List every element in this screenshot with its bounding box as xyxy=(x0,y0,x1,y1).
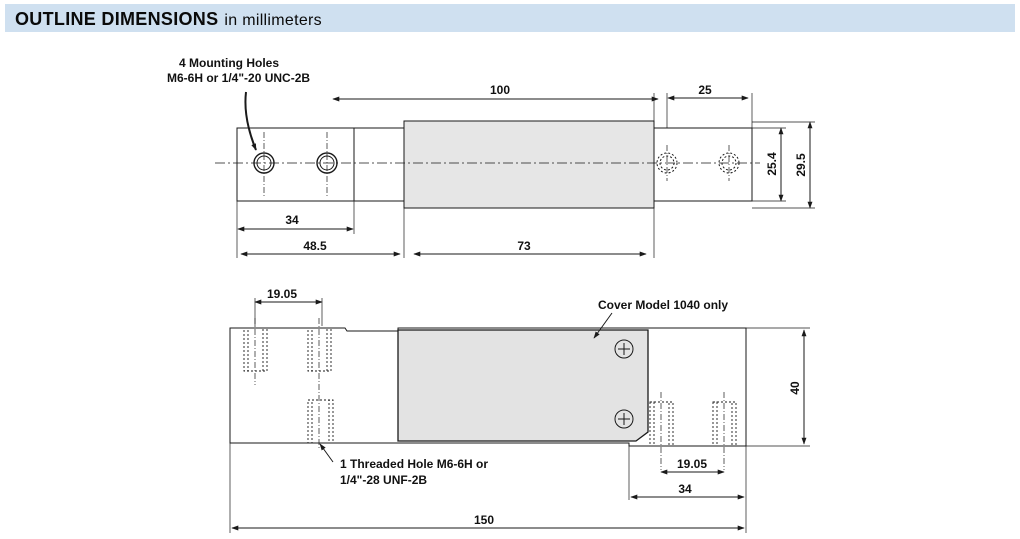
mounting-note-line2: M6-6H or 1/4"-20 UNC-2B xyxy=(167,71,310,85)
side-view-labels: 19.05 Cover Model 1040 only 40 1 Threade… xyxy=(267,287,802,527)
thread-leader-arrow xyxy=(319,443,334,463)
cover-note: Cover Model 1040 only xyxy=(598,298,728,312)
mounting-hole-hidden xyxy=(656,145,678,181)
dim-label-48-5: 48.5 xyxy=(303,239,327,253)
top-view xyxy=(215,91,815,258)
right-mount-block xyxy=(653,127,753,202)
cover-model-1040 xyxy=(397,329,649,442)
dim-label-25-4: 25.4 xyxy=(765,152,779,176)
threaded-hole-hidden xyxy=(307,318,332,450)
gauge-cover xyxy=(403,120,655,209)
mounting-note-line1: 4 Mounting Holes xyxy=(179,56,279,70)
subtitle-text: in millimeters xyxy=(224,12,322,29)
dim-label-34-side: 34 xyxy=(678,482,692,496)
cover-screw xyxy=(614,409,634,429)
mounting-leader-arrow xyxy=(244,91,257,151)
cover-screw xyxy=(614,339,634,359)
dim-label-19-05-bottom: 19.05 xyxy=(677,457,707,471)
threaded-hole-hidden xyxy=(649,392,674,470)
header-title: OUTLINE DIMENSIONS in millimeters xyxy=(15,9,322,30)
beam-neck xyxy=(353,127,405,202)
side-view xyxy=(229,298,810,533)
mounting-hole xyxy=(253,132,275,198)
top-view-labels: 4 Mounting Holes M6-6H or 1/4"-20 UNC-2B… xyxy=(167,56,808,253)
cover-leader-arrow xyxy=(593,312,613,339)
dim-label-34: 34 xyxy=(285,213,299,227)
title-text: OUTLINE DIMENSIONS xyxy=(15,9,219,29)
dim-label-40: 40 xyxy=(788,381,802,395)
dim-label-19-05-top: 19.05 xyxy=(267,287,297,301)
thread-note-line2: 1/4"-28 UNF-2B xyxy=(340,473,427,487)
dim-label-73: 73 xyxy=(517,239,531,253)
dim-label-150: 150 xyxy=(474,513,494,527)
dim-label-25: 25 xyxy=(698,83,712,97)
header-bar: OUTLINE DIMENSIONS in millimeters xyxy=(5,4,1015,32)
mounting-hole xyxy=(316,132,338,198)
threaded-hole-hidden xyxy=(243,318,268,385)
thread-note-line1: 1 Threaded Hole M6-6H or xyxy=(340,457,488,471)
threaded-hole-hidden xyxy=(712,392,737,470)
mounting-hole-hidden xyxy=(718,145,740,181)
dim-label-100: 100 xyxy=(490,83,510,97)
dim-label-29-5: 29.5 xyxy=(794,153,808,177)
threaded-hole-hidden xyxy=(307,399,334,444)
